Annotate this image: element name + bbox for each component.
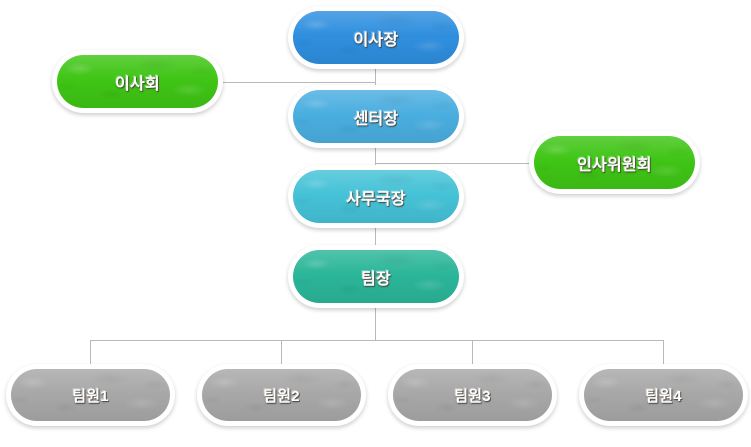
node-team-member-3-body: 팀원3 bbox=[393, 369, 552, 421]
node-hr-committee-body: 인사위원회 bbox=[534, 136, 695, 189]
connector-board-branch bbox=[222, 82, 376, 83]
node-team-leader[interactable]: 팀장 bbox=[288, 245, 464, 308]
node-team-member-2[interactable]: 팀원2 bbox=[197, 364, 366, 426]
node-team-member-3-label: 팀원3 bbox=[454, 387, 491, 405]
node-board-body: 이사회 bbox=[57, 55, 218, 108]
connector-hr-committee-branch bbox=[375, 163, 530, 164]
node-chairman-body: 이사장 bbox=[293, 11, 459, 64]
connector-leader-dropline bbox=[375, 308, 376, 341]
node-team-member-4-body: 팀원4 bbox=[584, 369, 743, 421]
node-team-member-1-body: 팀원1 bbox=[11, 369, 170, 421]
node-secretary-general-label: 사무국장 bbox=[346, 190, 406, 208]
node-team-member-2-body: 팀원2 bbox=[202, 369, 361, 421]
connector-dropline-member-4 bbox=[663, 340, 664, 367]
node-hr-committee[interactable]: 인사위원회 bbox=[529, 131, 700, 194]
connector-trunk-secretary-leader bbox=[375, 228, 376, 257]
connector-trunk-chairman-center bbox=[375, 69, 376, 98]
node-secretary-general-body: 사무국장 bbox=[293, 170, 459, 223]
node-chairman-label: 이사장 bbox=[353, 31, 399, 49]
node-team-member-3[interactable]: 팀원3 bbox=[388, 364, 557, 426]
connector-trunk-center-secretary bbox=[375, 148, 376, 177]
node-team-member-4[interactable]: 팀원4 bbox=[579, 364, 748, 426]
connector-dropline-member-3 bbox=[472, 340, 473, 367]
connector-dropline-member-1 bbox=[90, 340, 91, 367]
connector-dropline-member-2 bbox=[281, 340, 282, 367]
node-center-director[interactable]: 센터장 bbox=[288, 85, 464, 148]
node-team-leader-label: 팀장 bbox=[361, 270, 391, 288]
node-hr-committee-label: 인사위원회 bbox=[577, 156, 652, 174]
node-board-label: 이사회 bbox=[115, 75, 160, 93]
node-chairman[interactable]: 이사장 bbox=[288, 6, 464, 69]
node-team-leader-body: 팀장 bbox=[293, 250, 459, 303]
node-team-member-4-label: 팀원4 bbox=[645, 387, 682, 405]
node-secretary-general[interactable]: 사무국장 bbox=[288, 165, 464, 228]
connector-team-bar bbox=[90, 340, 664, 341]
node-center-director-label: 센터장 bbox=[353, 110, 399, 128]
node-board[interactable]: 이사회 bbox=[52, 50, 223, 113]
node-team-member-1-label: 팀원1 bbox=[72, 387, 109, 405]
node-center-director-body: 센터장 bbox=[293, 90, 459, 143]
node-team-member-2-label: 팀원2 bbox=[263, 387, 300, 405]
node-team-member-1[interactable]: 팀원1 bbox=[6, 364, 175, 426]
